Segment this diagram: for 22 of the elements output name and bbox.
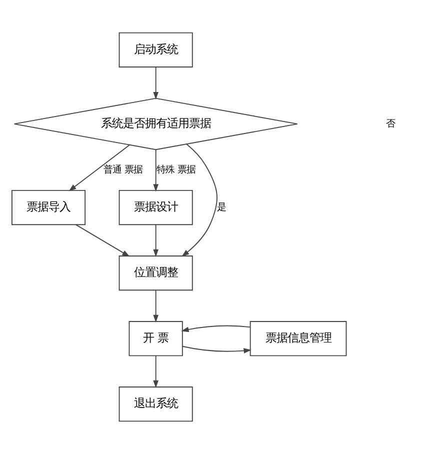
edge-label: 特殊 票据 [156,164,196,175]
arrow [75,224,130,256]
node-box: 启动系统 [118,32,193,67]
node-box: 退出系统 [118,386,193,422]
arrow [153,66,158,100]
arrow [153,354,158,388]
arrow [68,144,130,191]
arrow [153,289,158,322]
node-box: 票据设计 [118,189,193,225]
node-diamond: 系统是否拥有适用票据 [14,97,298,150]
arrow [182,345,252,353]
node-box: 位置调整 [118,255,193,290]
arrow [153,224,158,256]
label: 否 [386,118,395,129]
arrow [182,143,218,256]
arrow [153,148,158,192]
edge-label: 普通 票据 [104,164,143,175]
node-box: 票据信息管理 [250,320,347,356]
node-box: 票据导入 [12,189,86,225]
edge-label: 是 [216,201,226,212]
node-box: 开 票 [128,320,183,356]
arrow [181,324,250,332]
